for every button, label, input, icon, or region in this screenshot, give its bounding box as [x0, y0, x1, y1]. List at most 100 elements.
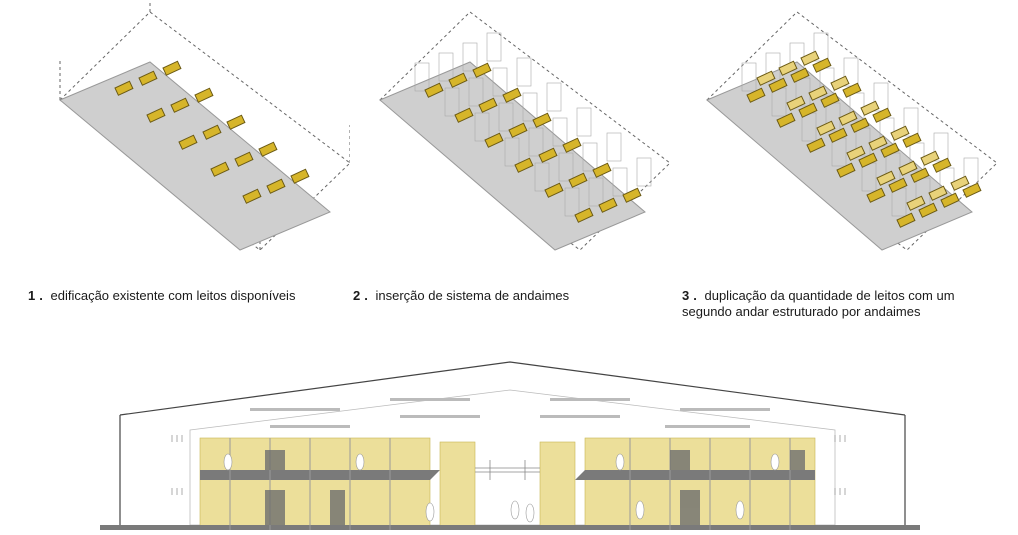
bed-icon	[514, 157, 534, 173]
bed-icon	[162, 60, 182, 76]
bed-icon	[786, 95, 806, 111]
bed-icon	[502, 87, 522, 103]
scaffold-frame	[546, 82, 562, 112]
bed-icon	[950, 175, 970, 191]
bed-icon	[808, 85, 828, 101]
bed-icon	[768, 77, 788, 93]
bed-icon	[880, 142, 900, 158]
bed-icon	[266, 178, 286, 194]
bed-icon	[890, 125, 910, 141]
bed-icon	[860, 100, 880, 116]
diagram-2: 2. inserção de sistema de andaimes	[345, 0, 675, 330]
bed-icon	[806, 137, 826, 153]
bed-icon	[210, 161, 230, 177]
bed-icon	[858, 152, 878, 168]
scaffold-frame	[564, 187, 580, 217]
bed-icon	[836, 162, 856, 178]
bed-icon	[896, 212, 916, 228]
caption-3-text: duplicação da quantidade de leitos com u…	[682, 288, 955, 319]
caption-1: 1. edificação existente com leitos dispo…	[28, 288, 348, 304]
bed-icon	[828, 127, 848, 143]
scaffold-frame	[741, 62, 757, 92]
bed-icon	[170, 97, 190, 113]
bed-icon	[838, 110, 858, 126]
beds-group	[424, 62, 642, 223]
bed-icon	[178, 134, 198, 150]
perspective-section-drawing	[100, 361, 920, 531]
bed-icon	[932, 157, 952, 173]
caption-1-separator: .	[39, 288, 43, 303]
bed-icon	[906, 195, 926, 211]
bed-icon	[448, 72, 468, 88]
bed-icon	[800, 50, 820, 66]
caption-2-number: 2	[353, 288, 361, 303]
scaffold-frame	[492, 67, 508, 97]
bed-icon	[138, 70, 158, 86]
bed-icon	[940, 192, 960, 208]
scaffold-frame	[462, 42, 478, 72]
scaffold-frame	[636, 157, 652, 187]
bed-icon	[816, 120, 836, 136]
bed-icon	[928, 185, 948, 201]
diagram-3-axonometric	[706, 11, 998, 251]
bed-icon	[544, 182, 564, 198]
scaffold-frame	[444, 87, 460, 117]
caption-3: 3. duplicação da quantidade de leitos co…	[682, 288, 1002, 320]
bed-icon	[868, 135, 888, 151]
scaffold-frame	[588, 177, 604, 207]
beds-group	[746, 50, 982, 228]
bed-icon	[902, 132, 922, 148]
bed-icon	[920, 150, 940, 166]
bed-icon	[194, 87, 214, 103]
scaffold-frame	[498, 102, 514, 132]
bed-icon	[568, 172, 588, 188]
scaffold-frame	[516, 57, 532, 87]
caption-2-text: inserção de sistema de andaimes	[375, 288, 570, 303]
scaffold-frame	[612, 167, 628, 197]
diagram-1: 1. edificação existente com leitos dispo…	[20, 0, 350, 330]
bed-icon	[146, 107, 166, 123]
scaffold-frame	[474, 112, 490, 142]
caption-2: 2. inserção de sistema de andaimes	[353, 288, 673, 304]
bed-icon	[114, 80, 134, 96]
bed-icon	[846, 145, 866, 161]
bed-icon	[532, 112, 552, 128]
beds-group	[114, 60, 310, 204]
bed-icon	[226, 114, 246, 130]
caption-3-separator: .	[693, 288, 697, 303]
scaffold-frame	[606, 132, 622, 162]
bed-icon	[562, 137, 582, 153]
caption-1-text: edificação existente com leitos disponív…	[50, 288, 296, 303]
bed-icon	[756, 70, 776, 86]
bed-icon	[872, 107, 892, 123]
scaffold-frame	[438, 52, 454, 82]
bed-icon	[790, 67, 810, 83]
bed-icon	[850, 117, 870, 133]
bed-icon	[746, 87, 766, 103]
bed-icon	[472, 62, 492, 78]
scaffold-frame	[576, 107, 592, 137]
caption-2-separator: .	[364, 288, 368, 303]
bed-icon	[910, 167, 930, 183]
bed-icon	[898, 160, 918, 176]
bed-icon	[776, 112, 796, 128]
bed-icon	[812, 57, 832, 73]
bed-icon	[202, 124, 222, 140]
bed-icon	[830, 75, 850, 91]
bed-icon	[866, 187, 886, 203]
bed-icon	[918, 202, 938, 218]
bed-icon	[598, 197, 618, 213]
bed-icon	[622, 187, 642, 203]
scaffold-group	[414, 32, 652, 217]
bed-icon	[592, 162, 612, 178]
bed-icon	[508, 122, 528, 138]
caption-3-number: 3	[682, 288, 690, 303]
bed-icon	[876, 170, 896, 186]
scaffold-frame	[486, 32, 502, 62]
bed-icon	[258, 141, 278, 157]
bed-icon	[820, 92, 840, 108]
bed-icon	[454, 107, 474, 123]
scaffold-frame	[528, 127, 544, 157]
scaffold-frame	[504, 137, 520, 167]
caption-1-number: 1	[28, 288, 36, 303]
